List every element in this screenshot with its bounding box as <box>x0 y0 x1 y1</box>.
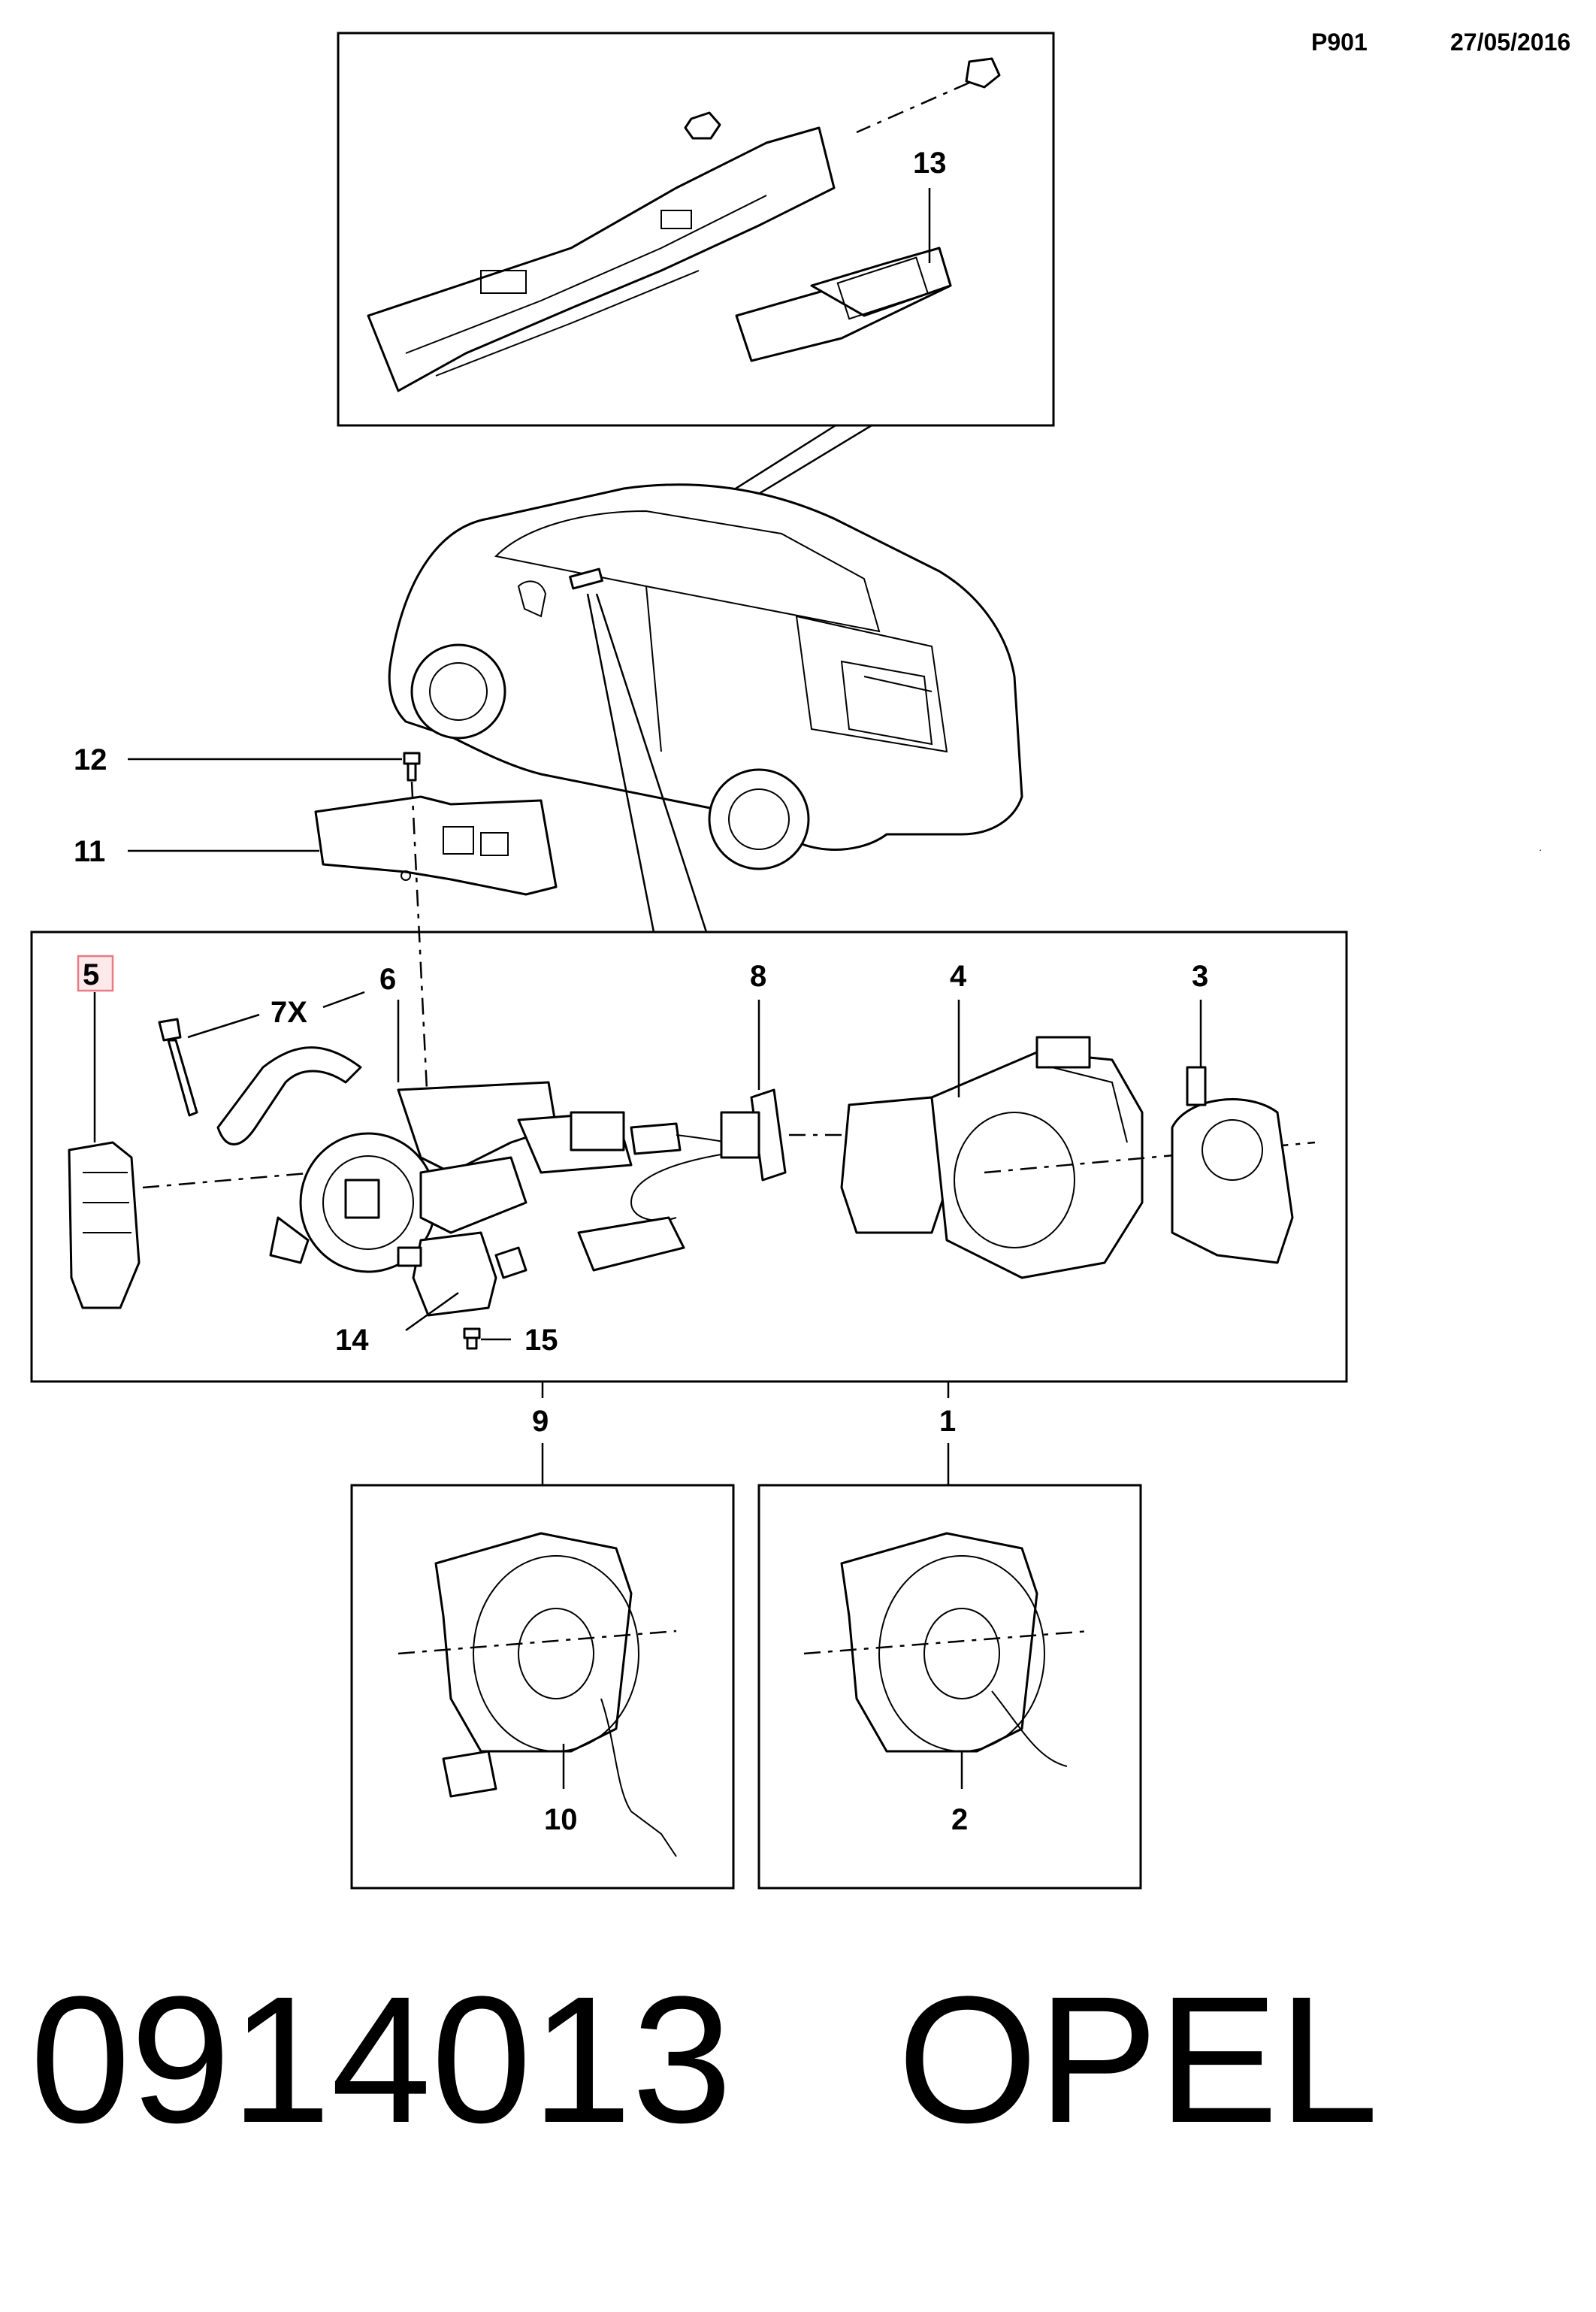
brand-name: OPEL <box>897 1959 1379 2160</box>
callout-14: 14 <box>335 1324 369 1357</box>
screw-15 <box>463 1327 481 1350</box>
sensor-3 <box>1171 1066 1294 1264</box>
callout-3: 3 <box>1192 960 1208 993</box>
diagram-code: P901 <box>1311 29 1368 56</box>
callout-5-highlight <box>77 955 114 992</box>
bolt-7x <box>158 1018 198 1117</box>
callout-8: 8 <box>750 960 766 993</box>
callout-1: 1 <box>939 1405 956 1438</box>
callout-7x: 7X <box>271 996 307 1029</box>
inset-frame-module <box>337 32 1055 427</box>
callout-2: 2 <box>951 1803 968 1836</box>
column-housing-4 <box>840 1036 1144 1279</box>
clockspring-frame-1 <box>757 1484 1142 1890</box>
bolt-icon <box>856 57 1001 134</box>
vehicle-illustration <box>388 483 1023 870</box>
callout-9: 9 <box>532 1405 549 1438</box>
screw-12 <box>403 752 421 782</box>
callout-13: 13 <box>913 147 947 180</box>
nut-icon <box>684 111 721 140</box>
callout-5: 5 <box>83 958 99 991</box>
clockspring-2 <box>803 1532 1090 1767</box>
callout-10: 10 <box>544 1803 578 1836</box>
callout-15: 15 <box>524 1324 558 1357</box>
clip-7x <box>216 1046 362 1145</box>
diagram-date: 27/05/2016 <box>1450 29 1571 56</box>
clockspring-10 <box>397 1532 677 1857</box>
bracket-rail <box>367 126 836 392</box>
control-module <box>735 247 952 362</box>
part-number: 0914013 <box>30 1959 733 2160</box>
callout-11: 11 <box>74 835 105 868</box>
callout-4: 4 <box>950 960 967 993</box>
switch-14 <box>397 1231 527 1317</box>
connector-harness <box>517 1111 754 1272</box>
ring-8 <box>720 1088 787 1182</box>
callout-6: 6 <box>379 963 396 996</box>
ignition-switch-5 <box>68 1141 316 1309</box>
lock-housing-6 <box>269 1081 558 1273</box>
exploded-view-frame <box>30 931 1348 1383</box>
svg-text:.: . <box>1539 841 1542 853</box>
clockspring-frame-9 <box>350 1484 735 1890</box>
callout-12: 12 <box>74 743 107 776</box>
bracket-11 <box>314 795 558 896</box>
